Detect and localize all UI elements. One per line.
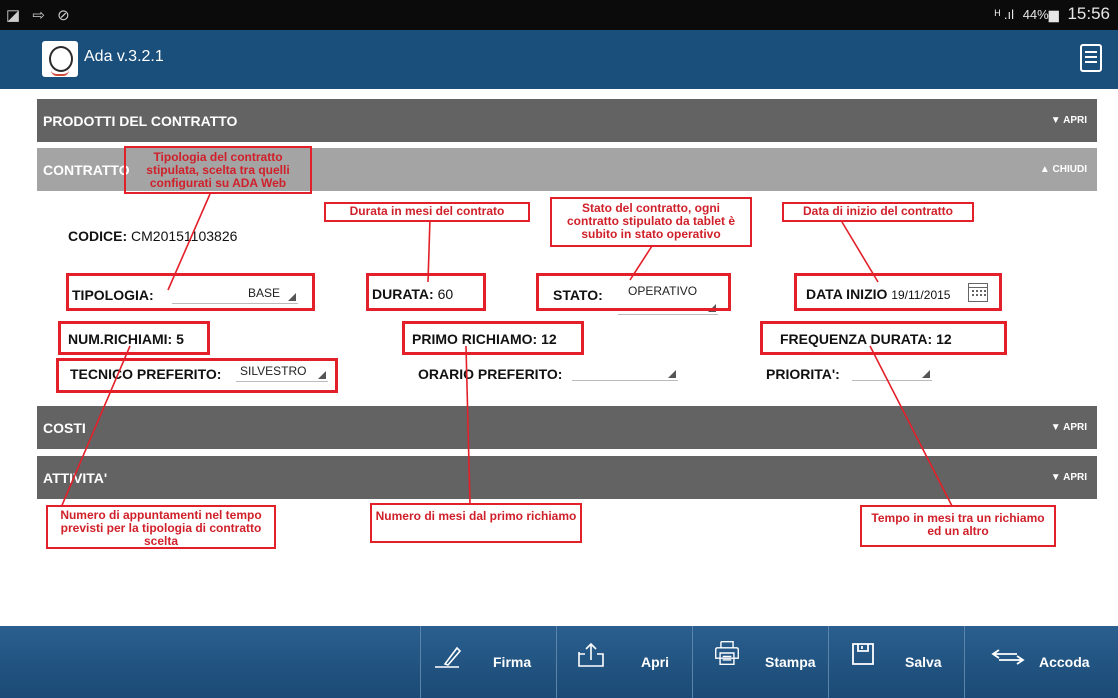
signal-icon: ᴴ .ıl: [994, 7, 1014, 22]
swap-arrows-icon: [991, 649, 1025, 665]
calendar-icon[interactable]: [968, 283, 988, 302]
data-inizio-value: 19/11/2015: [891, 288, 951, 302]
stato-label: STATO:: [553, 287, 603, 303]
dropdown-arrow-icon: [922, 370, 930, 378]
status-right: ᴴ .ıl 44%▆ 15:56: [995, 4, 1110, 24]
bottom-toolbar: Firma Apri Stampa Salva Accoda: [0, 626, 1118, 698]
apri-label: Apri: [641, 654, 669, 670]
clock: 15:56: [1067, 4, 1110, 23]
section-toggle[interactable]: ▼ APRI: [1050, 115, 1087, 126]
section-title: ATTIVITA': [43, 470, 108, 486]
ada-logo-icon[interactable]: [42, 41, 78, 77]
status-left-icons: ◪ ⇨ ⊘: [6, 7, 74, 24]
section-title: PRODOTTI DEL CONTRATTO: [43, 113, 238, 129]
highlight-tecnico: [56, 358, 338, 393]
note-frequenza: Tempo in mesi tra un richiamo ed un altr…: [860, 505, 1056, 547]
num-richiami-field: NUM.RICHIAMI: 5: [68, 331, 184, 347]
durata-value: 60: [437, 286, 454, 302]
orario-label: ORARIO PREFERITO:: [418, 366, 563, 382]
tipologia-select[interactable]: BASE: [172, 286, 298, 304]
upload-folder-icon: [578, 642, 604, 667]
orario-select[interactable]: [572, 363, 678, 381]
firma-button[interactable]: Firma: [421, 626, 556, 698]
priorita-label: PRIORITA':: [766, 366, 840, 382]
toolbar-divider: [828, 626, 829, 698]
highlight-tipologia: [66, 273, 315, 311]
note-num-richiami: Numero di appuntamenti nel tempo previst…: [46, 505, 276, 549]
accoda-label: Accoda: [1039, 654, 1090, 670]
tipologia-value: BASE: [247, 286, 280, 300]
section-toggle[interactable]: ▼ APRI: [1050, 422, 1087, 433]
highlight-primo-richiamo: [402, 321, 584, 355]
tecnico-value: SILVESTRO: [240, 364, 307, 378]
frequenza-durata-field: FREQUENZA DURATA: 12: [780, 331, 952, 347]
section-title: CONTRATTO: [43, 162, 130, 178]
highlight-data-inizio: [794, 273, 1002, 311]
frequenza-durata-label: FREQUENZA DURATA:: [780, 331, 933, 347]
pen-icon: [435, 646, 461, 668]
dropdown-arrow-icon: [318, 371, 326, 379]
section-toggle[interactable]: ▼ APRI: [1050, 472, 1087, 483]
toolbar-divider: [964, 626, 965, 698]
status-bar: ◪ ⇨ ⊘ ᴴ .ıl 44%▆ 15:56: [0, 0, 1118, 30]
section-contratto[interactable]: CONTRATTO ▲ CHIUDI: [37, 148, 1097, 191]
section-toggle[interactable]: ▲ CHIUDI: [1039, 164, 1087, 175]
section-prodotti[interactable]: PRODOTTI DEL CONTRATTO ▼ APRI: [37, 99, 1097, 142]
app-title: Ada v.3.2.1: [84, 48, 164, 65]
frequenza-durata-value: 12: [936, 331, 952, 347]
salva-button[interactable]: Salva: [829, 626, 964, 698]
document-menu-icon[interactable]: [1080, 44, 1102, 72]
note-tipologia: Tipologia del contratto stipulata, scelt…: [124, 146, 312, 194]
toolbar-divider: [420, 626, 421, 698]
note-primo-richiamo: Numero di mesi dal primo richiamo: [370, 503, 582, 543]
dropdown-arrow-icon: [288, 293, 296, 301]
stampa-button[interactable]: Stampa: [693, 626, 828, 698]
section-costi[interactable]: COSTI ▼ APRI: [37, 406, 1097, 449]
primo-richiamo-field: PRIMO RICHIAMO: 12: [412, 331, 557, 347]
salva-label: Salva: [905, 654, 942, 670]
highlight-num-richiami: [58, 321, 210, 355]
toolbar-divider: [556, 626, 557, 698]
num-richiami-value: 5: [176, 331, 184, 347]
section-attivita[interactable]: ATTIVITA' ▼ APRI: [37, 456, 1097, 499]
note-stato: Stato del contratto, ogni contratto stip…: [550, 197, 752, 247]
stampa-label: Stampa: [765, 654, 816, 670]
printer-icon: [715, 641, 739, 665]
tecnico-label: TECNICO PREFERITO:: [70, 366, 222, 382]
codice-label: CODICE:: [68, 228, 128, 244]
codice-field: CODICE: CM20151103826: [68, 228, 237, 244]
highlight-frequenza: [760, 321, 1007, 355]
dropdown-arrow-icon: [668, 370, 676, 378]
highlight-durata: [366, 273, 486, 311]
accoda-button[interactable]: Accoda: [965, 626, 1118, 698]
section-title: COSTI: [43, 420, 86, 436]
data-inizio-field[interactable]: DATA INIZIO 19/11/2015: [806, 286, 950, 302]
num-richiami-label: NUM.RICHIAMI:: [68, 331, 173, 347]
primo-richiamo-value: 12: [541, 331, 557, 347]
note-data-inizio: Data di inizio del contratto: [782, 202, 974, 222]
priorita-select[interactable]: [852, 363, 932, 381]
codice-value: CM20151103826: [131, 228, 238, 244]
durata-field[interactable]: DURATA: 60: [372, 286, 453, 302]
stato-value: OPERATIVO: [628, 284, 698, 298]
data-inizio-label: DATA INIZIO: [806, 286, 888, 302]
app-bar: Ada v.3.2.1: [0, 30, 1118, 89]
toolbar-divider: [692, 626, 693, 698]
apri-button[interactable]: Apri: [557, 626, 692, 698]
primo-richiamo-label: PRIMO RICHIAMO:: [412, 331, 538, 347]
tecnico-select[interactable]: SILVESTRO: [236, 364, 328, 382]
note-durata: Durata in mesi del contrato: [324, 202, 530, 222]
tipologia-label: TIPOLOGIA:: [72, 287, 154, 303]
firma-label: Firma: [493, 654, 532, 670]
save-icon: [852, 643, 874, 665]
durata-label: DURATA:: [372, 286, 434, 302]
battery-icon: 44%▆: [1022, 7, 1059, 22]
